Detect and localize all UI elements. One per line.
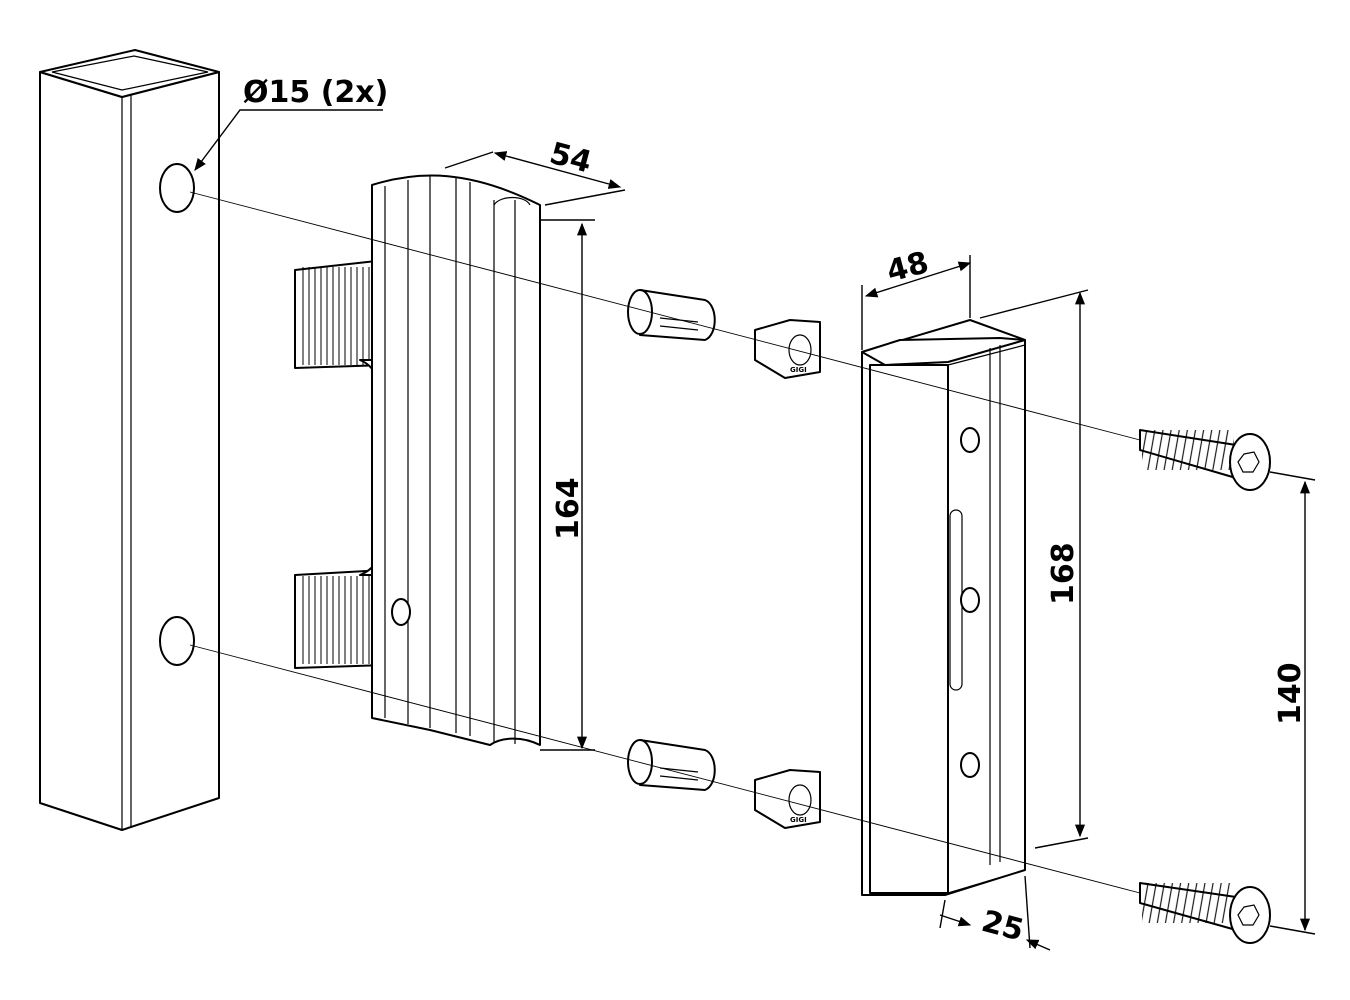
cap-bottom: GIGI <box>754 769 821 829</box>
screw-spacing-label: 140 <box>1273 662 1308 725</box>
body-depth-label: 48 <box>883 245 932 290</box>
body-height-label: 168 <box>1046 542 1081 605</box>
cap-top: GIGI <box>754 319 821 379</box>
bushing-bottom <box>627 739 716 791</box>
cap-bottom-mark: GIGI <box>790 816 807 824</box>
body-offset-label: 25 <box>978 904 1027 949</box>
cap-top-mark: GIGI <box>790 366 807 374</box>
post-hole-top <box>159 163 195 213</box>
keeper-height-label: 164 <box>551 477 586 540</box>
lock-body <box>861 319 1026 896</box>
keeper-depth-label: 54 <box>546 136 595 181</box>
screw-top <box>1139 429 1271 491</box>
bushing-top <box>627 289 716 341</box>
hole-dimension-label: Ø15 (2x) <box>243 75 388 110</box>
square-post <box>39 49 220 831</box>
keeper-profile <box>294 174 541 746</box>
post-hole-bottom <box>159 616 195 666</box>
screw-bottom <box>1139 882 1271 944</box>
